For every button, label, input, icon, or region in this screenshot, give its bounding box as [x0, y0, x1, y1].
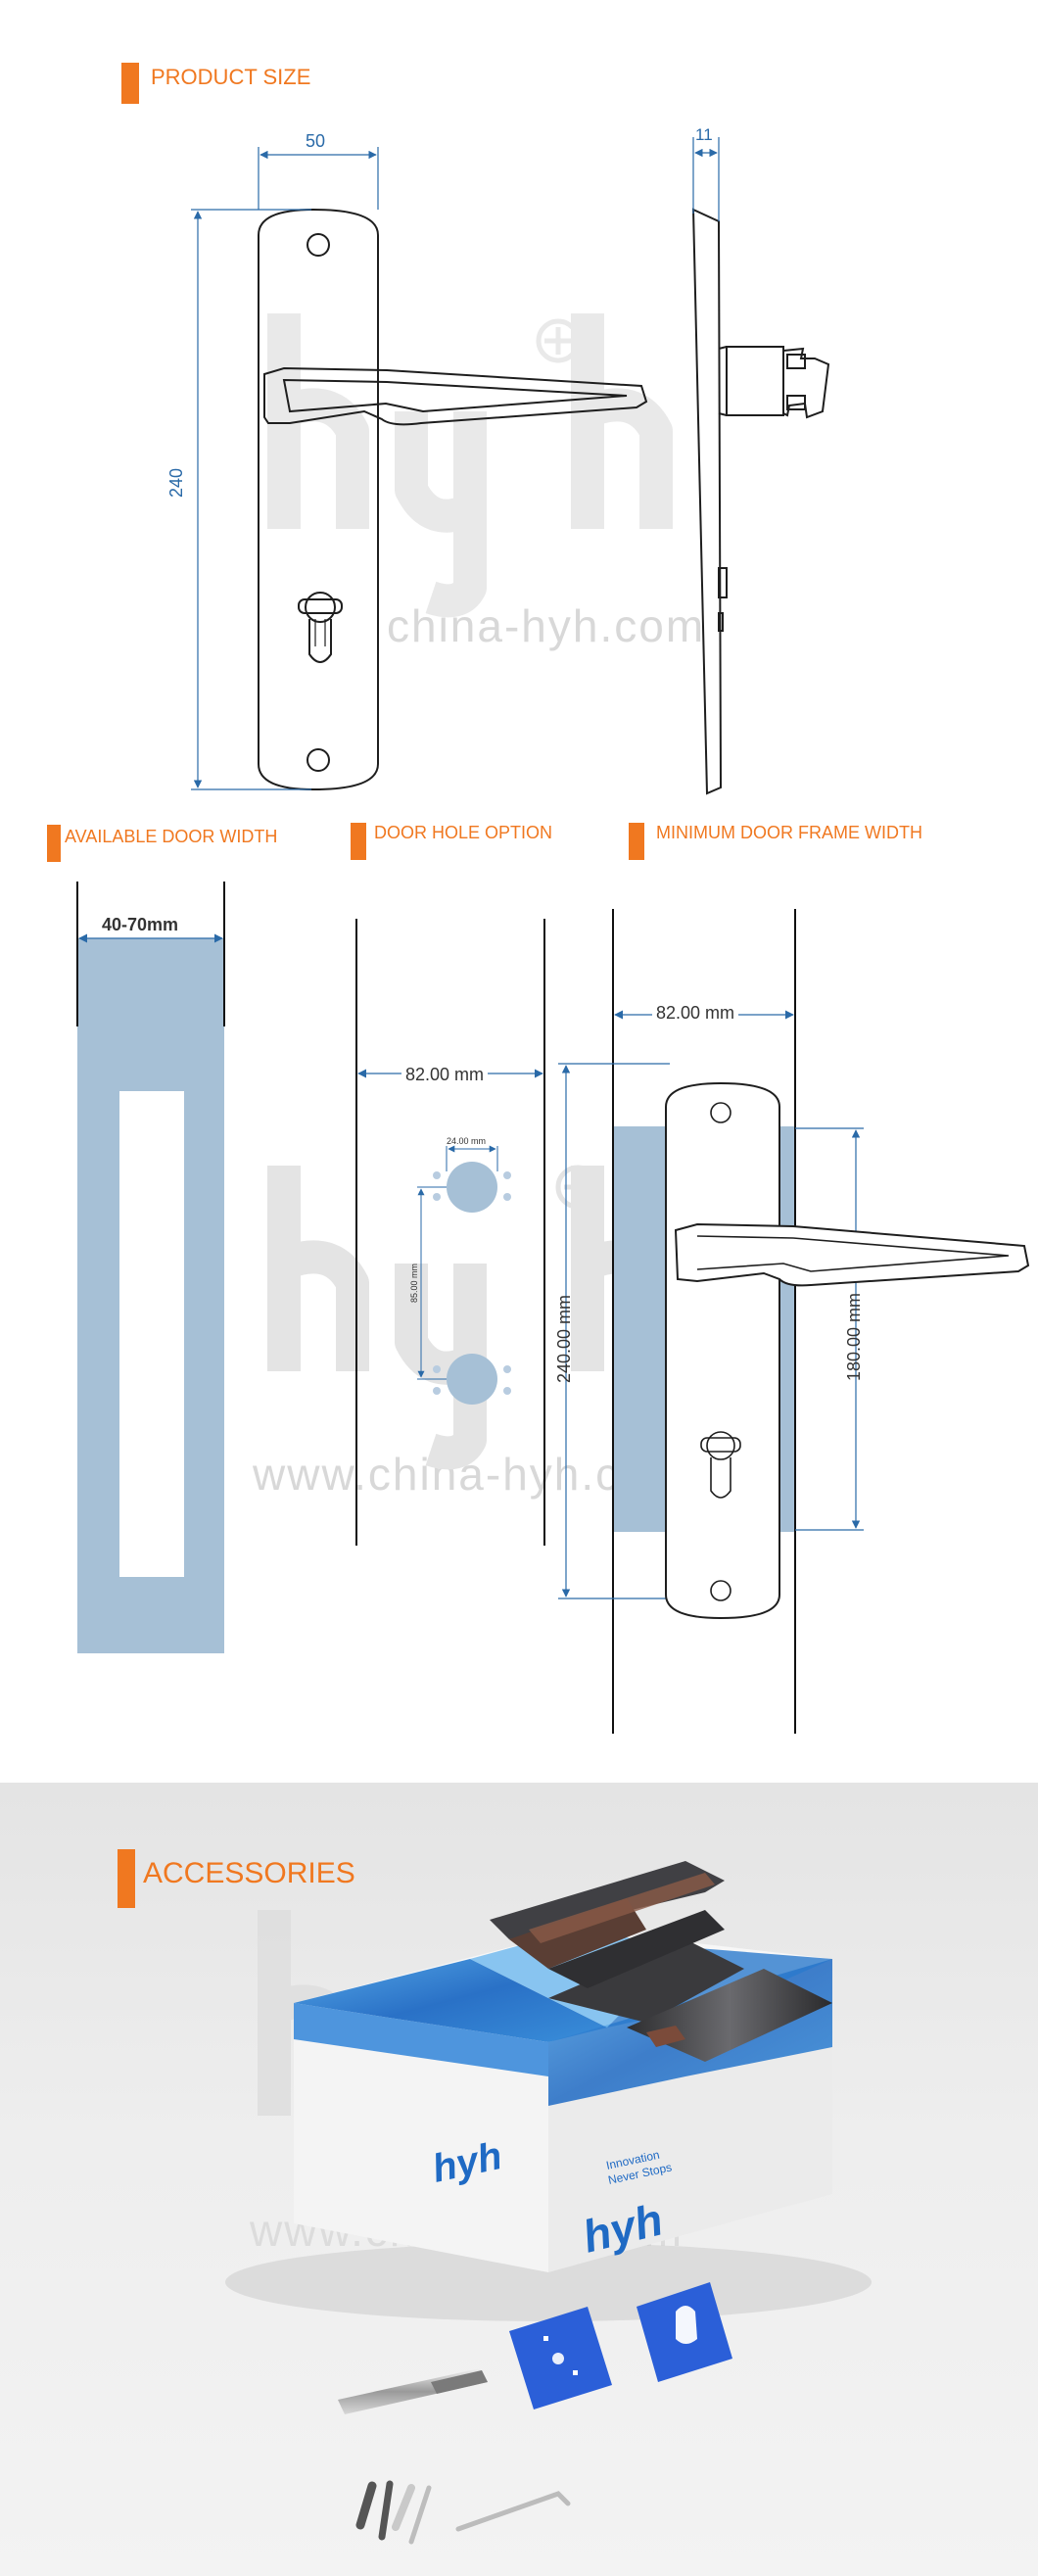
accessories-section: ACCESSORIES www.china-hyh.com: [0, 1783, 1038, 2576]
accent-bar: [121, 63, 139, 104]
accent-bar: [351, 823, 366, 860]
product-drawings-section: china-hyh.com www.china-hyh.com PRODUCT …: [47, 63, 1030, 1734]
header-door-hole-option: DOOR HOLE OPTION: [351, 823, 552, 860]
technical-drawing: [76, 137, 1030, 1734]
door-width-drawing: [76, 882, 225, 1653]
label-hole-spacing: 82.00 mm: [401, 1065, 489, 1085]
dimension-width: [258, 147, 379, 210]
label-plate-height: 240.00 mm: [554, 1294, 574, 1383]
label-hole-center: 85.00 mm: [409, 1263, 419, 1303]
label-door-width-range: 40-70mm: [102, 915, 179, 934]
accessories-photo: hyh Innovation Never Stops hyh: [225, 1861, 872, 2545]
header-available-door-width: AVAILABLE DOOR WIDTH: [47, 825, 277, 862]
dimension-height: [191, 209, 311, 790]
section-title: AVAILABLE DOOR WIDTH: [65, 827, 278, 846]
header-product-size: PRODUCT SIZE: [121, 63, 310, 104]
lock-front-view: [258, 208, 648, 791]
label-frame-width: 82.00 mm: [652, 1003, 739, 1024]
section-title: MINIMUM DOOR FRAME WIDTH: [656, 823, 922, 842]
dimension-depth: [692, 137, 720, 221]
door-templates: [509, 2282, 732, 2409]
label-handle-height: 180.00 mm: [844, 1292, 864, 1381]
door-frame-drawing: [558, 909, 1030, 1734]
section-title: DOOR HOLE OPTION: [374, 823, 553, 842]
watermark-logo-top: [267, 313, 673, 618]
lock-handles: [490, 1861, 832, 2062]
label-width: 50: [306, 131, 326, 151]
section-title: ACCESSORIES: [143, 1857, 355, 1889]
label-height: 240: [166, 467, 186, 498]
accent-bar: [118, 1849, 135, 1908]
lock-side-view: [691, 208, 830, 795]
product-box: [294, 1930, 832, 2272]
label-depth: 11: [695, 125, 713, 144]
accent-bar: [629, 823, 644, 860]
label-hole-diameter: 24.00 mm: [447, 1136, 487, 1146]
header-accessories: ACCESSORIES: [118, 1849, 355, 1908]
spindle-and-screws: [338, 2368, 571, 2545]
header-minimum-door-frame-width: MINIMUM DOOR FRAME WIDTH: [629, 823, 922, 860]
section-title: PRODUCT SIZE: [151, 65, 311, 89]
door-hole-drawing: [355, 919, 545, 1546]
accent-bar: [47, 825, 61, 862]
